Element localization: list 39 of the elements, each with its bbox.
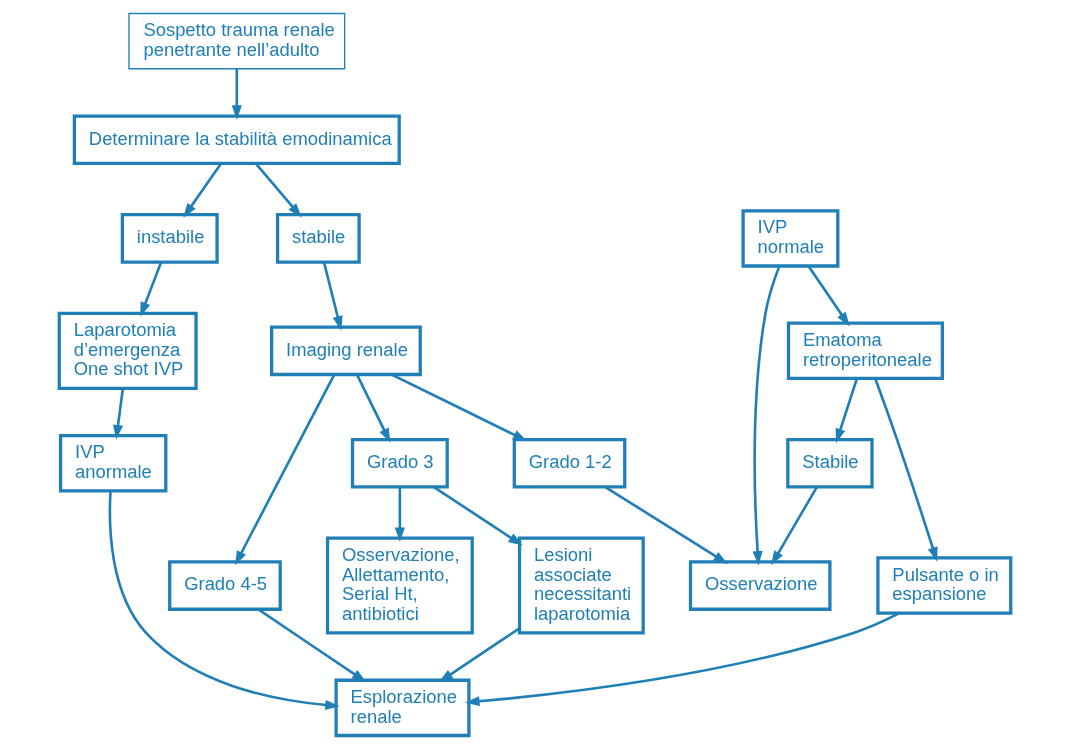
node-box: Lesioni associate necessitanti laparotomia [517, 536, 645, 635]
node-box: Esplorazione renale [333, 678, 471, 738]
arrow [234, 374, 335, 566]
node-box: stabile [275, 213, 361, 264]
arrow [182, 163, 222, 218]
node-box: Ematoma retroperitoneale [786, 321, 944, 381]
arrow [835, 378, 858, 444]
node-box: Imaging renale [269, 325, 422, 377]
node-box: Laparotomia d’emergenza One shot IVP [57, 311, 198, 390]
arrow [752, 265, 781, 566]
arrow [438, 627, 520, 683]
node-box: Grado 1-2 [512, 437, 626, 489]
arrow [464, 612, 899, 707]
node-box: Grado 4-5 [167, 560, 282, 611]
arrow [257, 608, 366, 683]
arrow [254, 162, 302, 218]
node-box: Stabile [785, 437, 874, 489]
arrow [355, 374, 390, 443]
arrow [873, 378, 938, 562]
arrow [139, 261, 162, 317]
arrow [390, 373, 527, 442]
arrow [322, 262, 343, 331]
node-box: Osservazione [688, 560, 832, 611]
node-box: Sospetto trauma renale penetrante nell’adulto [127, 12, 345, 70]
node-box: Pulsante o in espansione [875, 556, 1012, 615]
arrow [604, 486, 728, 564]
arrow [807, 265, 850, 327]
node-box: Osservazione, Allettamento, Serial Ht, antibiotici [325, 536, 474, 635]
node-box: Grado 3 [350, 437, 449, 489]
arrow [231, 69, 242, 120]
arrow [432, 486, 523, 546]
arrow [770, 486, 818, 566]
arrow [394, 487, 405, 543]
arrow [108, 491, 340, 711]
node-box: IVP anormale [58, 434, 167, 493]
node-box: Determinare la stabilità emodinamica [72, 114, 401, 166]
arrow [112, 388, 124, 440]
node-box: IVP normale [740, 209, 839, 268]
node-box: instabile [120, 213, 219, 264]
